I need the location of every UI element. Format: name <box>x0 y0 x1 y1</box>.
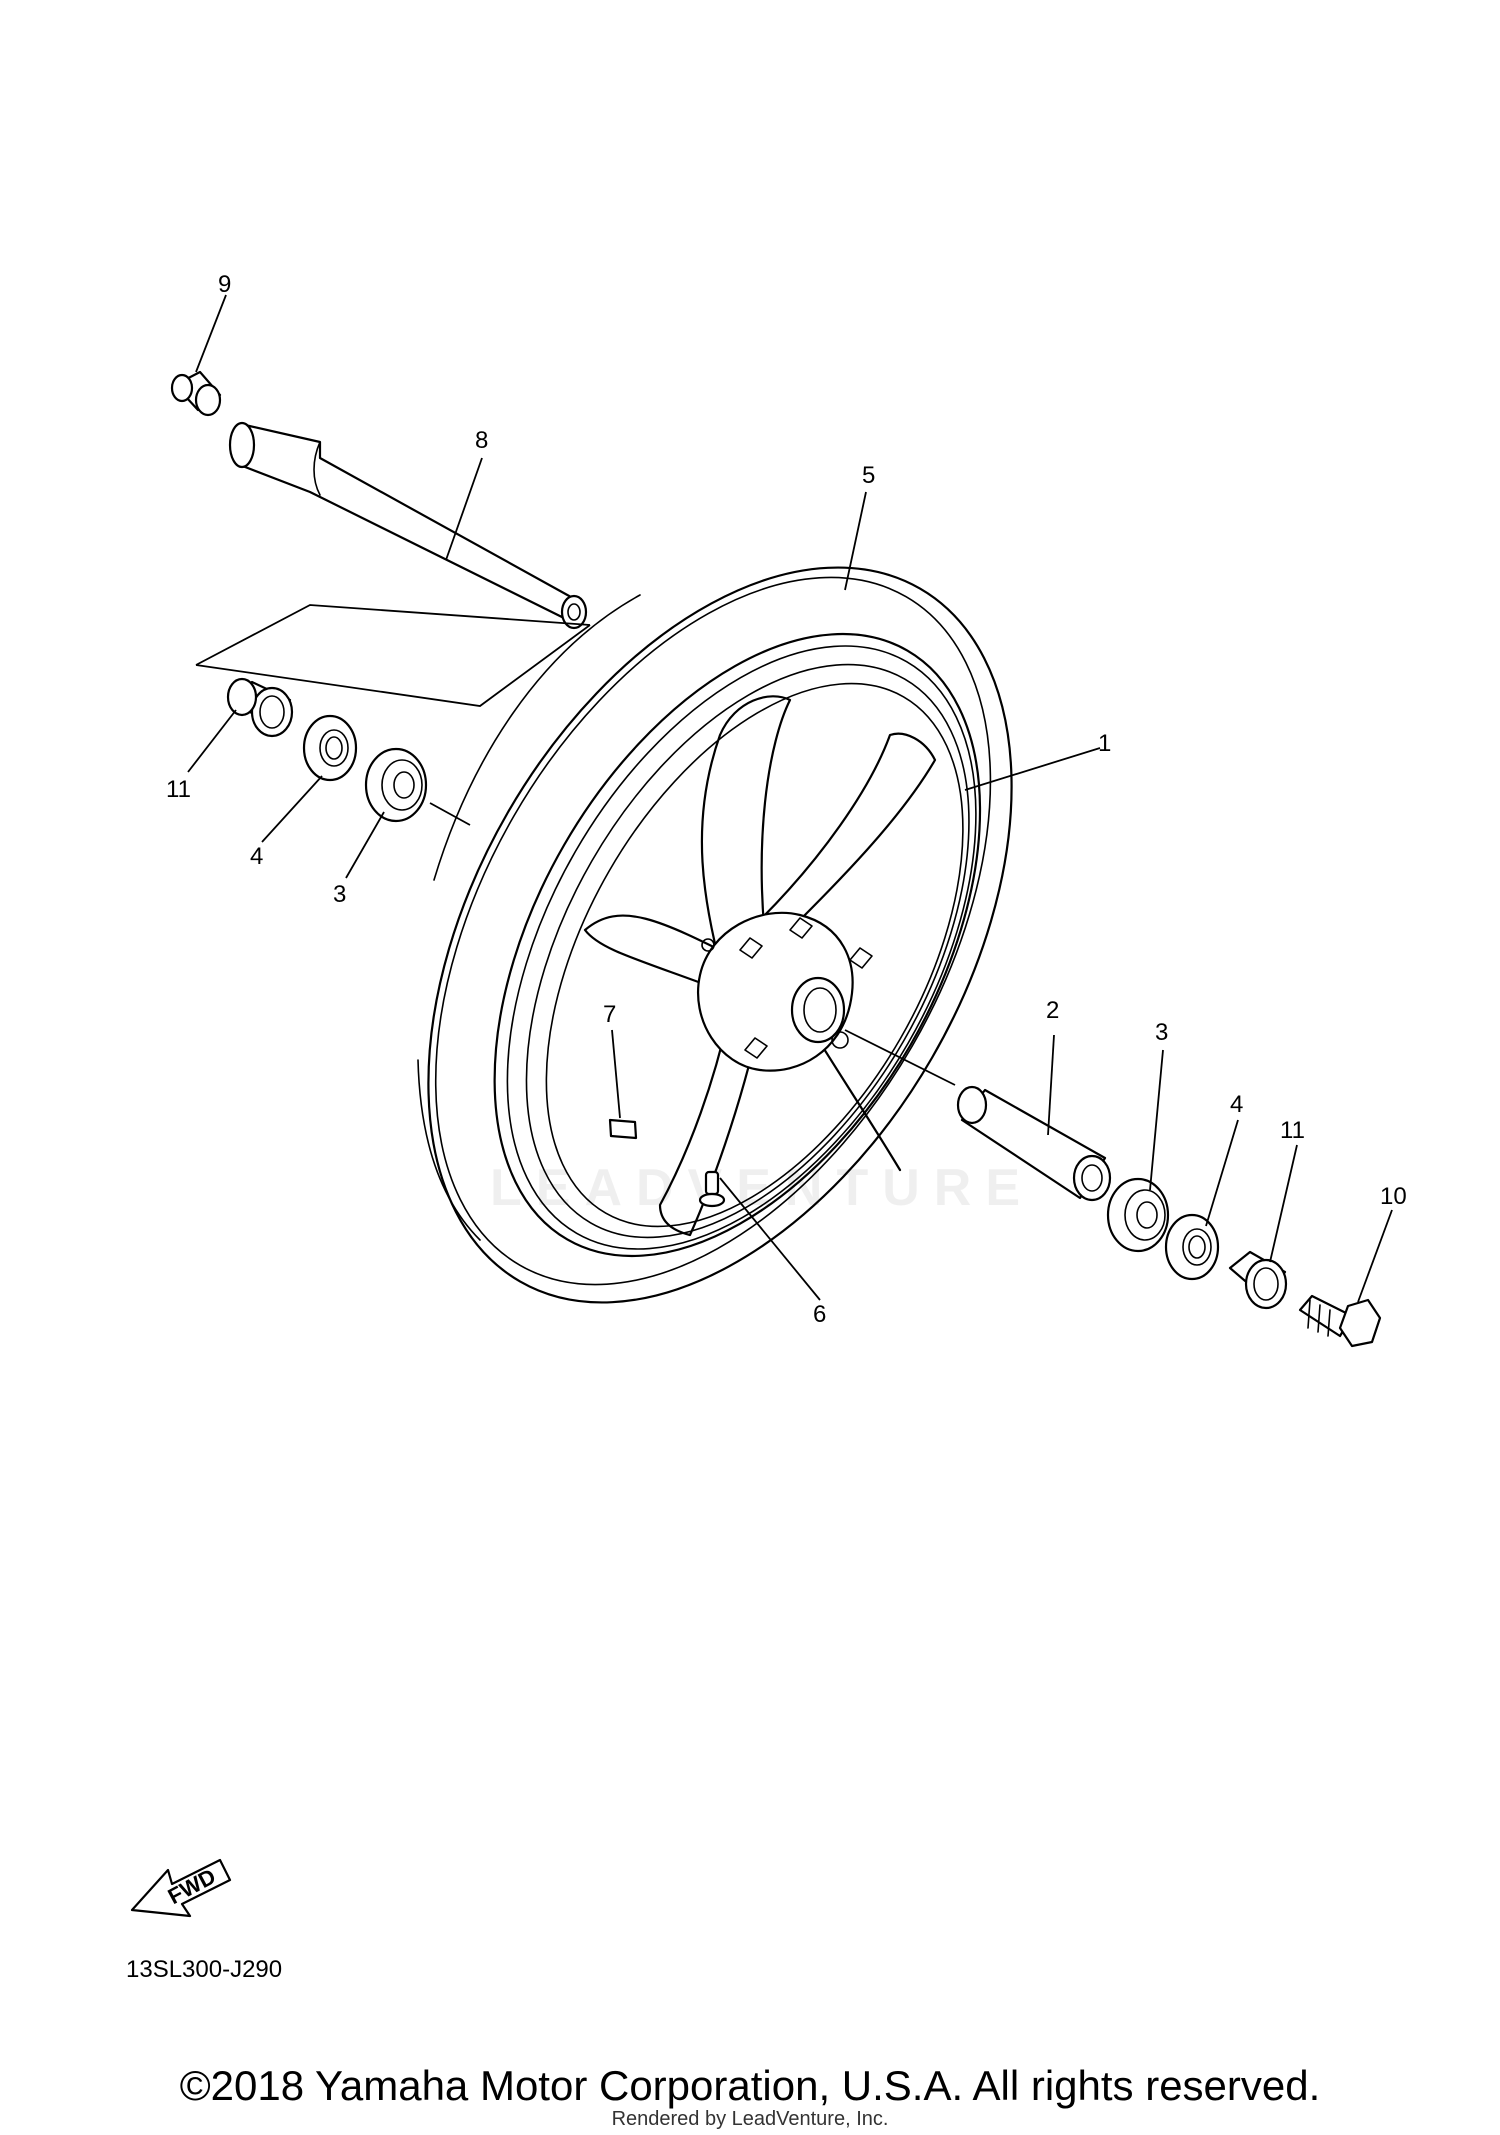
callout-2: 2 <box>1046 997 1059 1024</box>
watermark: LEADVENTURE <box>490 1159 1034 1217</box>
oil-seal-4-right <box>1164 1213 1220 1281</box>
callout-1: 1 <box>1098 730 1111 757</box>
callout-9: 9 <box>218 271 231 298</box>
leader-lines <box>187 294 1393 1303</box>
assembly-bracket <box>195 604 591 707</box>
wheel-collar-11-right <box>1228 1250 1288 1310</box>
rendered-by-credit: Rendered by LeadVenture, Inc. <box>611 2108 889 2130</box>
wheel-hub <box>697 911 873 1072</box>
wheel-spacer <box>956 1085 1112 1202</box>
bearing-3-right <box>1106 1177 1170 1253</box>
callout-11-right: 11 <box>1280 1117 1305 1144</box>
tire-valve <box>698 1170 726 1208</box>
diagram-code: 13SL300-J290 <box>126 1956 282 1983</box>
callout-3-right: 3 <box>1155 1019 1168 1046</box>
tire-sidewall-line <box>433 594 641 881</box>
copyright-notice: ©2018 Yamaha Motor Corporation, U.S.A. A… <box>179 2062 1321 2109</box>
rim-inner <box>545 682 964 1228</box>
fwd-label: FWD <box>164 1864 220 1910</box>
balance-weight <box>608 1118 638 1140</box>
wheel-axle <box>228 421 588 630</box>
tire-sidewall-line-2 <box>417 1059 481 1241</box>
wheel-spokes <box>583 695 937 1237</box>
callout-10: 10 <box>1380 1183 1407 1210</box>
rim-lip <box>506 645 977 1250</box>
fwd-arrow: FWD <box>130 1858 232 1918</box>
tire-shoulder <box>434 576 992 1286</box>
callout-4-right: 4 <box>1230 1091 1243 1118</box>
rim-outer <box>493 632 982 1258</box>
tire-outer <box>427 566 1013 1304</box>
rim-channel <box>525 663 970 1239</box>
callout-8: 8 <box>475 427 488 454</box>
bearing-3-left-axis <box>429 802 471 826</box>
hub-axis-line <box>844 1029 956 1086</box>
callout-3-left: 3 <box>333 881 346 908</box>
callout-4-left: 4 <box>250 843 263 870</box>
callout-5: 5 <box>862 462 875 489</box>
callout-11-left: 11 <box>166 776 191 803</box>
wheel-collar-11-left <box>226 677 294 738</box>
bearing-3-left <box>364 747 428 823</box>
flange-bolt <box>1298 1294 1382 1348</box>
axle-collar-9 <box>170 370 222 417</box>
callout-6: 6 <box>813 1301 826 1328</box>
callout-7: 7 <box>603 1001 616 1028</box>
front-wheel-assembly <box>427 566 1013 1304</box>
oil-seal-4-left <box>302 714 358 782</box>
